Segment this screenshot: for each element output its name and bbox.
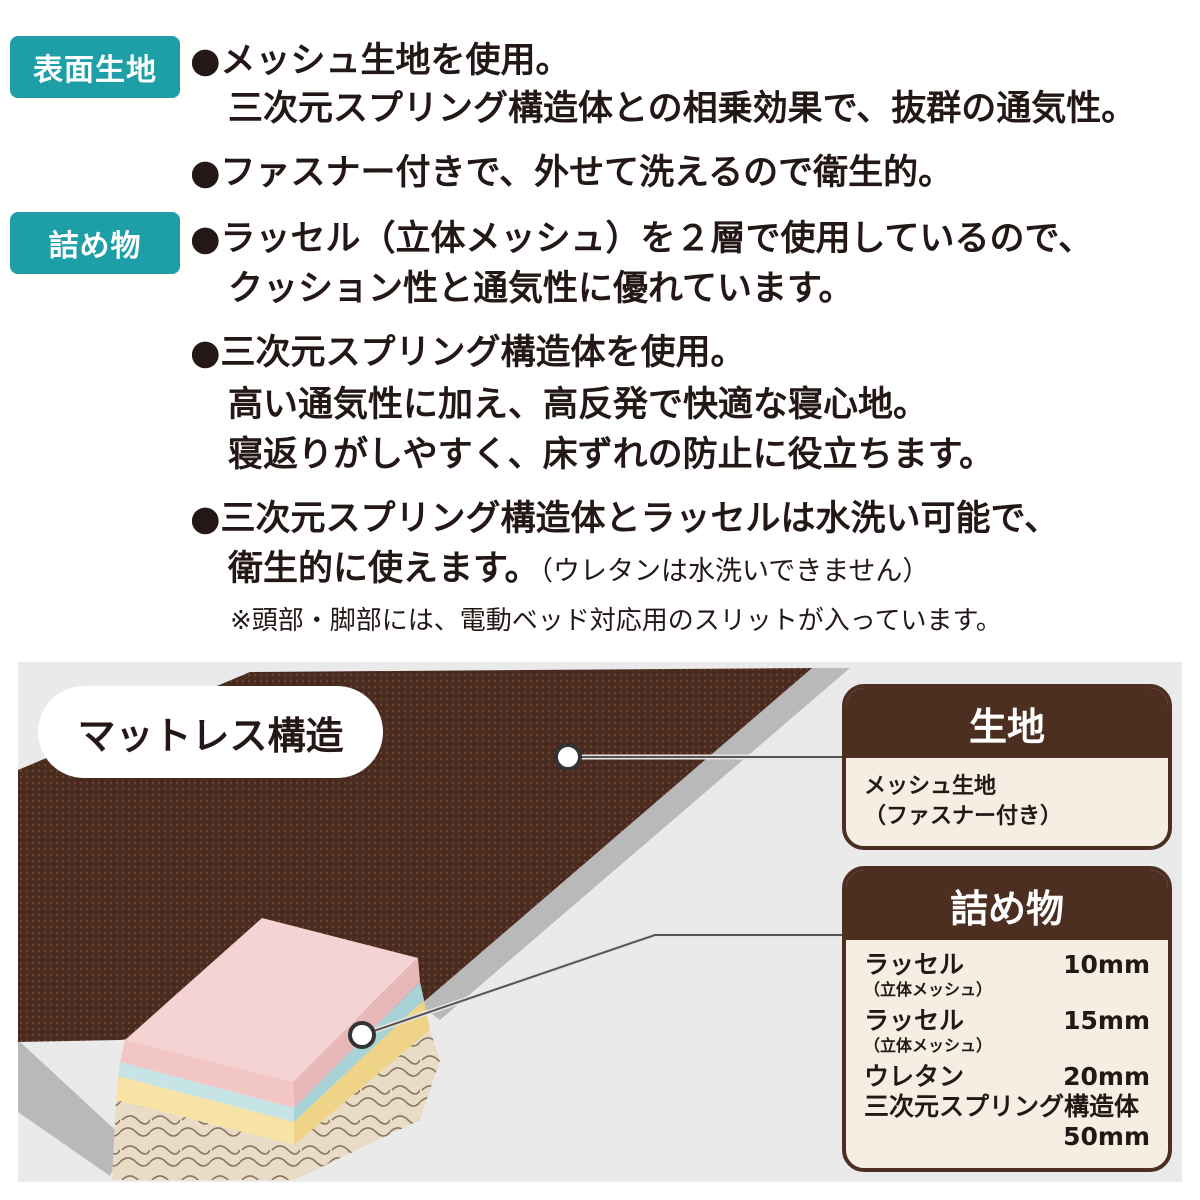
- filling-card-body: ラッセル 10mm （立体メッシュ） ラッセル 15mm （立体メッシュ） ウレ…: [846, 940, 1168, 1162]
- layer-blue: [118, 1062, 294, 1122]
- filling-tag: 詰め物: [10, 212, 180, 274]
- slit-note: ※頭部・脚部には、電動ベッド対応用のスリットが入っています。: [230, 606, 1002, 636]
- bullet-washable-aside: （ウレタンは水洗いできません）: [539, 556, 930, 587]
- layer-springs-side: [294, 1030, 440, 1180]
- filling-row-sub: （立体メッシュ）: [864, 980, 993, 999]
- bullet-zipper: ●ファスナー付きで、外せて洗えるので衛生的。: [190, 153, 954, 193]
- bullet-washable-detail: 衛生的に使えます。（ウレタンは水洗いできません）: [228, 552, 929, 587]
- bullet-mesh-fabric-detail: 三次元スプリング構造体との相乗効果で、抜群の通気性。: [228, 89, 1137, 129]
- layer-springs: [112, 1100, 294, 1180]
- bullet-spring-structure: ●三次元スプリング構造体を使用。: [190, 333, 746, 373]
- bullet-washable: ●三次元スプリング構造体とラッセルは水洗い可能で、: [190, 499, 1060, 539]
- fabric-pointer-dot: [554, 743, 582, 771]
- diagram-title: マットレス構造: [38, 686, 383, 778]
- filling-row: ラッセル 15mm: [864, 1006, 1150, 1036]
- filling-row-size: 20mm: [1063, 1062, 1150, 1091]
- bullet-spring-detail-2: 寝返りがしやすく、床ずれの防止に役立ちます。: [228, 435, 995, 475]
- filling-card: 詰め物 ラッセル 10mm （立体メッシュ） ラッセル 15mm （立体メッシュ…: [842, 866, 1172, 1172]
- filling-row-name: 三次元スプリング構造体: [864, 1092, 1140, 1121]
- fabric-card-body: メッシュ生地 （ファスナー付き）: [846, 758, 1168, 842]
- layer-pink-front: [120, 1040, 294, 1108]
- fabric-card-line1: メッシュ生地: [864, 774, 997, 799]
- filling-row-size: 10mm: [1063, 950, 1150, 979]
- fabric-card: 生地 メッシュ生地 （ファスナー付き）: [842, 684, 1172, 850]
- surface-fabric-tag: 表面生地: [10, 36, 180, 98]
- filling-row: 三次元スプリング構造体: [864, 1092, 1150, 1122]
- filling-row-sub: （立体メッシュ）: [864, 1036, 993, 1055]
- layer-yellow-side: [294, 1000, 430, 1145]
- bullet-raschel-detail: クッション性と通気性に優れています。: [228, 269, 854, 309]
- filling-row-name: ラッセル: [864, 950, 965, 979]
- filling-row: ラッセル 10mm: [864, 950, 1150, 980]
- filling-row-name: ウレタン: [864, 1062, 965, 1091]
- bullet-raschel: ●ラッセル（立体メッシュ）を２層で使用しているので、: [190, 219, 1094, 259]
- fabric-card-heading: 生地: [846, 688, 1168, 758]
- filling-pointer-line-core: [361, 934, 845, 1036]
- filling-row-size-line: 50mm: [864, 1122, 1150, 1152]
- filling-row-size: 15mm: [1063, 1006, 1150, 1035]
- filling-card-heading: 詰め物: [846, 870, 1168, 940]
- fabric-card-line2: （ファスナー付き）: [864, 804, 1063, 829]
- mattress-side: [18, 1040, 126, 1176]
- layer-blue-side: [294, 982, 424, 1122]
- filling-row-size: 50mm: [1063, 1122, 1150, 1151]
- filling-row-name: ラッセル: [864, 1006, 965, 1035]
- filling-row: ウレタン 20mm: [864, 1062, 1150, 1092]
- layer-yellow: [116, 1076, 294, 1145]
- filling-pointer-dot: [348, 1021, 376, 1049]
- layer-pink-top: [125, 918, 418, 1082]
- bullet-mesh-fabric: ●メッシュ生地を使用。: [190, 41, 571, 81]
- bullet-washable-detail-text: 衛生的に使えます。: [228, 549, 540, 589]
- bullet-spring-detail-1: 高い通気性に加え、高反発で快適な寝心地。: [228, 385, 929, 425]
